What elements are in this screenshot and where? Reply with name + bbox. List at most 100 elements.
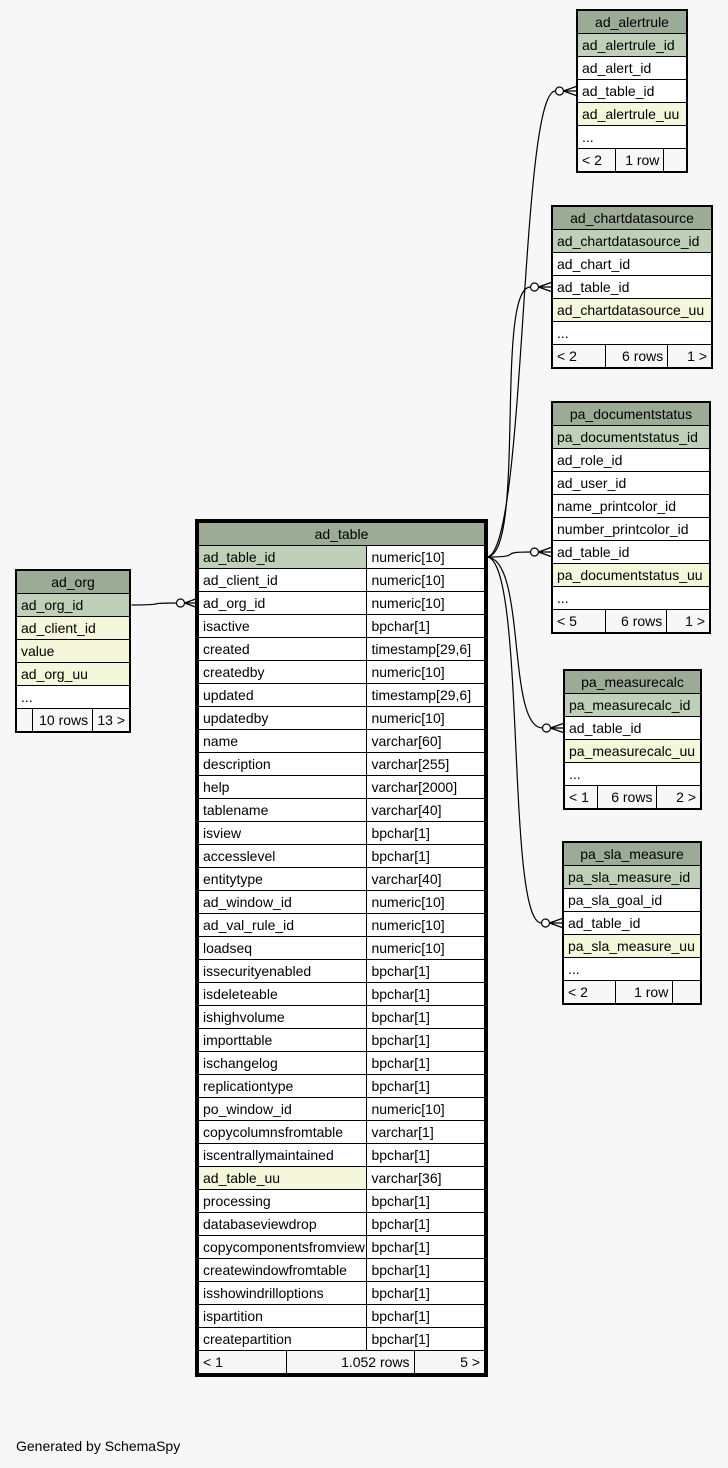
column-row[interactable]: ad_table_id [552,540,710,564]
children-count[interactable]: 5 > [413,1350,486,1374]
column-ad_table_id[interactable]: ad_table_id [552,275,712,299]
column-row[interactable]: name_printcolor_id [552,494,710,518]
children-count[interactable] [672,980,701,1004]
column-ad_table_id[interactable]: ad_table_id [563,911,701,935]
table-header[interactable]: ad_table [198,522,485,546]
column-importtable[interactable]: importtable [197,1028,368,1052]
column-ad_alertrule_id[interactable]: ad_alertrule_id [577,33,687,57]
more-columns[interactable]: ... [564,762,701,786]
column-ad_user_id[interactable]: ad_user_id [552,471,710,495]
column-pa_measurecalc_uu[interactable]: pa_measurecalc_uu [564,739,701,763]
column-isshowindrilloptions[interactable]: isshowindrilloptions [197,1281,368,1305]
column-entitytype[interactable]: entitytype [197,867,368,891]
column-isview[interactable]: isview [197,821,368,845]
column-row[interactable]: ... [563,957,701,981]
column-row[interactable]: pa_documentstatus_id [552,425,710,449]
column-row[interactable]: ad_alertrule_uu [577,102,687,126]
children-count[interactable]: 1 > [667,344,712,368]
column-row[interactable]: pa_sla_measure_id [563,865,701,889]
column-row[interactable]: ... [552,586,710,610]
column-description[interactable]: description [197,752,368,776]
children-count[interactable]: 2 > [656,785,701,809]
column-pa_documentstatus_id[interactable]: pa_documentstatus_id [552,425,710,449]
column-row[interactable]: ad_table_id [564,716,701,740]
column-row[interactable]: ad_org_id [16,593,130,617]
column-replicationtype[interactable]: replicationtype [197,1074,368,1098]
table-header[interactable]: ad_org [16,570,130,594]
column-help[interactable]: help [197,775,368,799]
column-isactive[interactable]: isactive [197,614,368,638]
table-header[interactable]: pa_measurecalc [564,670,701,694]
column-updated[interactable]: updated [197,683,368,707]
column-row[interactable]: ad_table_id [577,79,687,103]
table-header[interactable]: ad_alertrule [577,10,687,34]
column-row[interactable]: ... [577,125,687,149]
column-createwindowfromtable[interactable]: createwindowfromtable [197,1258,368,1282]
column-name[interactable]: name [197,729,368,753]
column-row[interactable]: ... [16,685,130,709]
column-ad_chartdatasource_id[interactable]: ad_chartdatasource_id [552,229,712,253]
column-row[interactable]: pa_documentstatus_uu [552,563,710,587]
column-row[interactable]: ad_user_id [552,471,710,495]
column-ischangelog[interactable]: ischangelog [197,1051,368,1075]
column-pa_sla_measure_uu[interactable]: pa_sla_measure_uu [563,934,701,958]
column-row[interactable]: ad_client_id [16,616,130,640]
more-columns[interactable]: ... [16,685,130,709]
column-isdeleteable[interactable]: isdeleteable [197,982,368,1006]
column-row[interactable]: ad_chart_id [552,252,712,276]
column-tablename[interactable]: tablename [197,798,368,822]
column-number_printcolor_id[interactable]: number_printcolor_id [552,517,710,541]
column-createdby[interactable]: createdby [197,660,368,684]
column-ad_table_id[interactable]: ad_table_id [197,545,368,569]
column-row[interactable]: ... [564,762,701,786]
column-row[interactable]: number_printcolor_id [552,517,710,541]
column-row[interactable]: ad_alert_id [577,56,687,80]
table-header[interactable]: pa_sla_measure [563,842,701,866]
column-row[interactable]: pa_sla_measure_uu [563,934,701,958]
column-row[interactable]: ad_table_id [563,911,701,935]
column-ad_window_id[interactable]: ad_window_id [197,890,368,914]
parents-count[interactable]: < 2 [563,980,616,1004]
column-row[interactable]: ad_table_id [552,275,712,299]
column-ad_table_id[interactable]: ad_table_id [552,540,710,564]
column-copycomponentsfromview[interactable]: copycomponentsfromview [197,1235,368,1259]
column-pa_measurecalc_id[interactable]: pa_measurecalc_id [564,693,701,717]
column-createpartition[interactable]: createpartition [197,1327,368,1351]
more-columns[interactable]: ... [563,957,701,981]
table-header[interactable]: ad_chartdatasource [552,206,712,230]
column-row[interactable]: pa_sla_goal_id [563,888,701,912]
column-ispartition[interactable]: ispartition [197,1304,368,1328]
column-row[interactable]: ... [552,321,712,345]
column-row[interactable]: ad_alertrule_id [577,33,687,57]
column-ad_org_id[interactable]: ad_org_id [197,591,368,615]
column-issecurityenabled[interactable]: issecurityenabled [197,959,368,983]
children-count[interactable] [663,148,687,172]
parents-count[interactable] [15,708,34,732]
column-ad_client_id[interactable]: ad_client_id [197,568,368,592]
parents-count[interactable]: < 2 [577,148,616,172]
